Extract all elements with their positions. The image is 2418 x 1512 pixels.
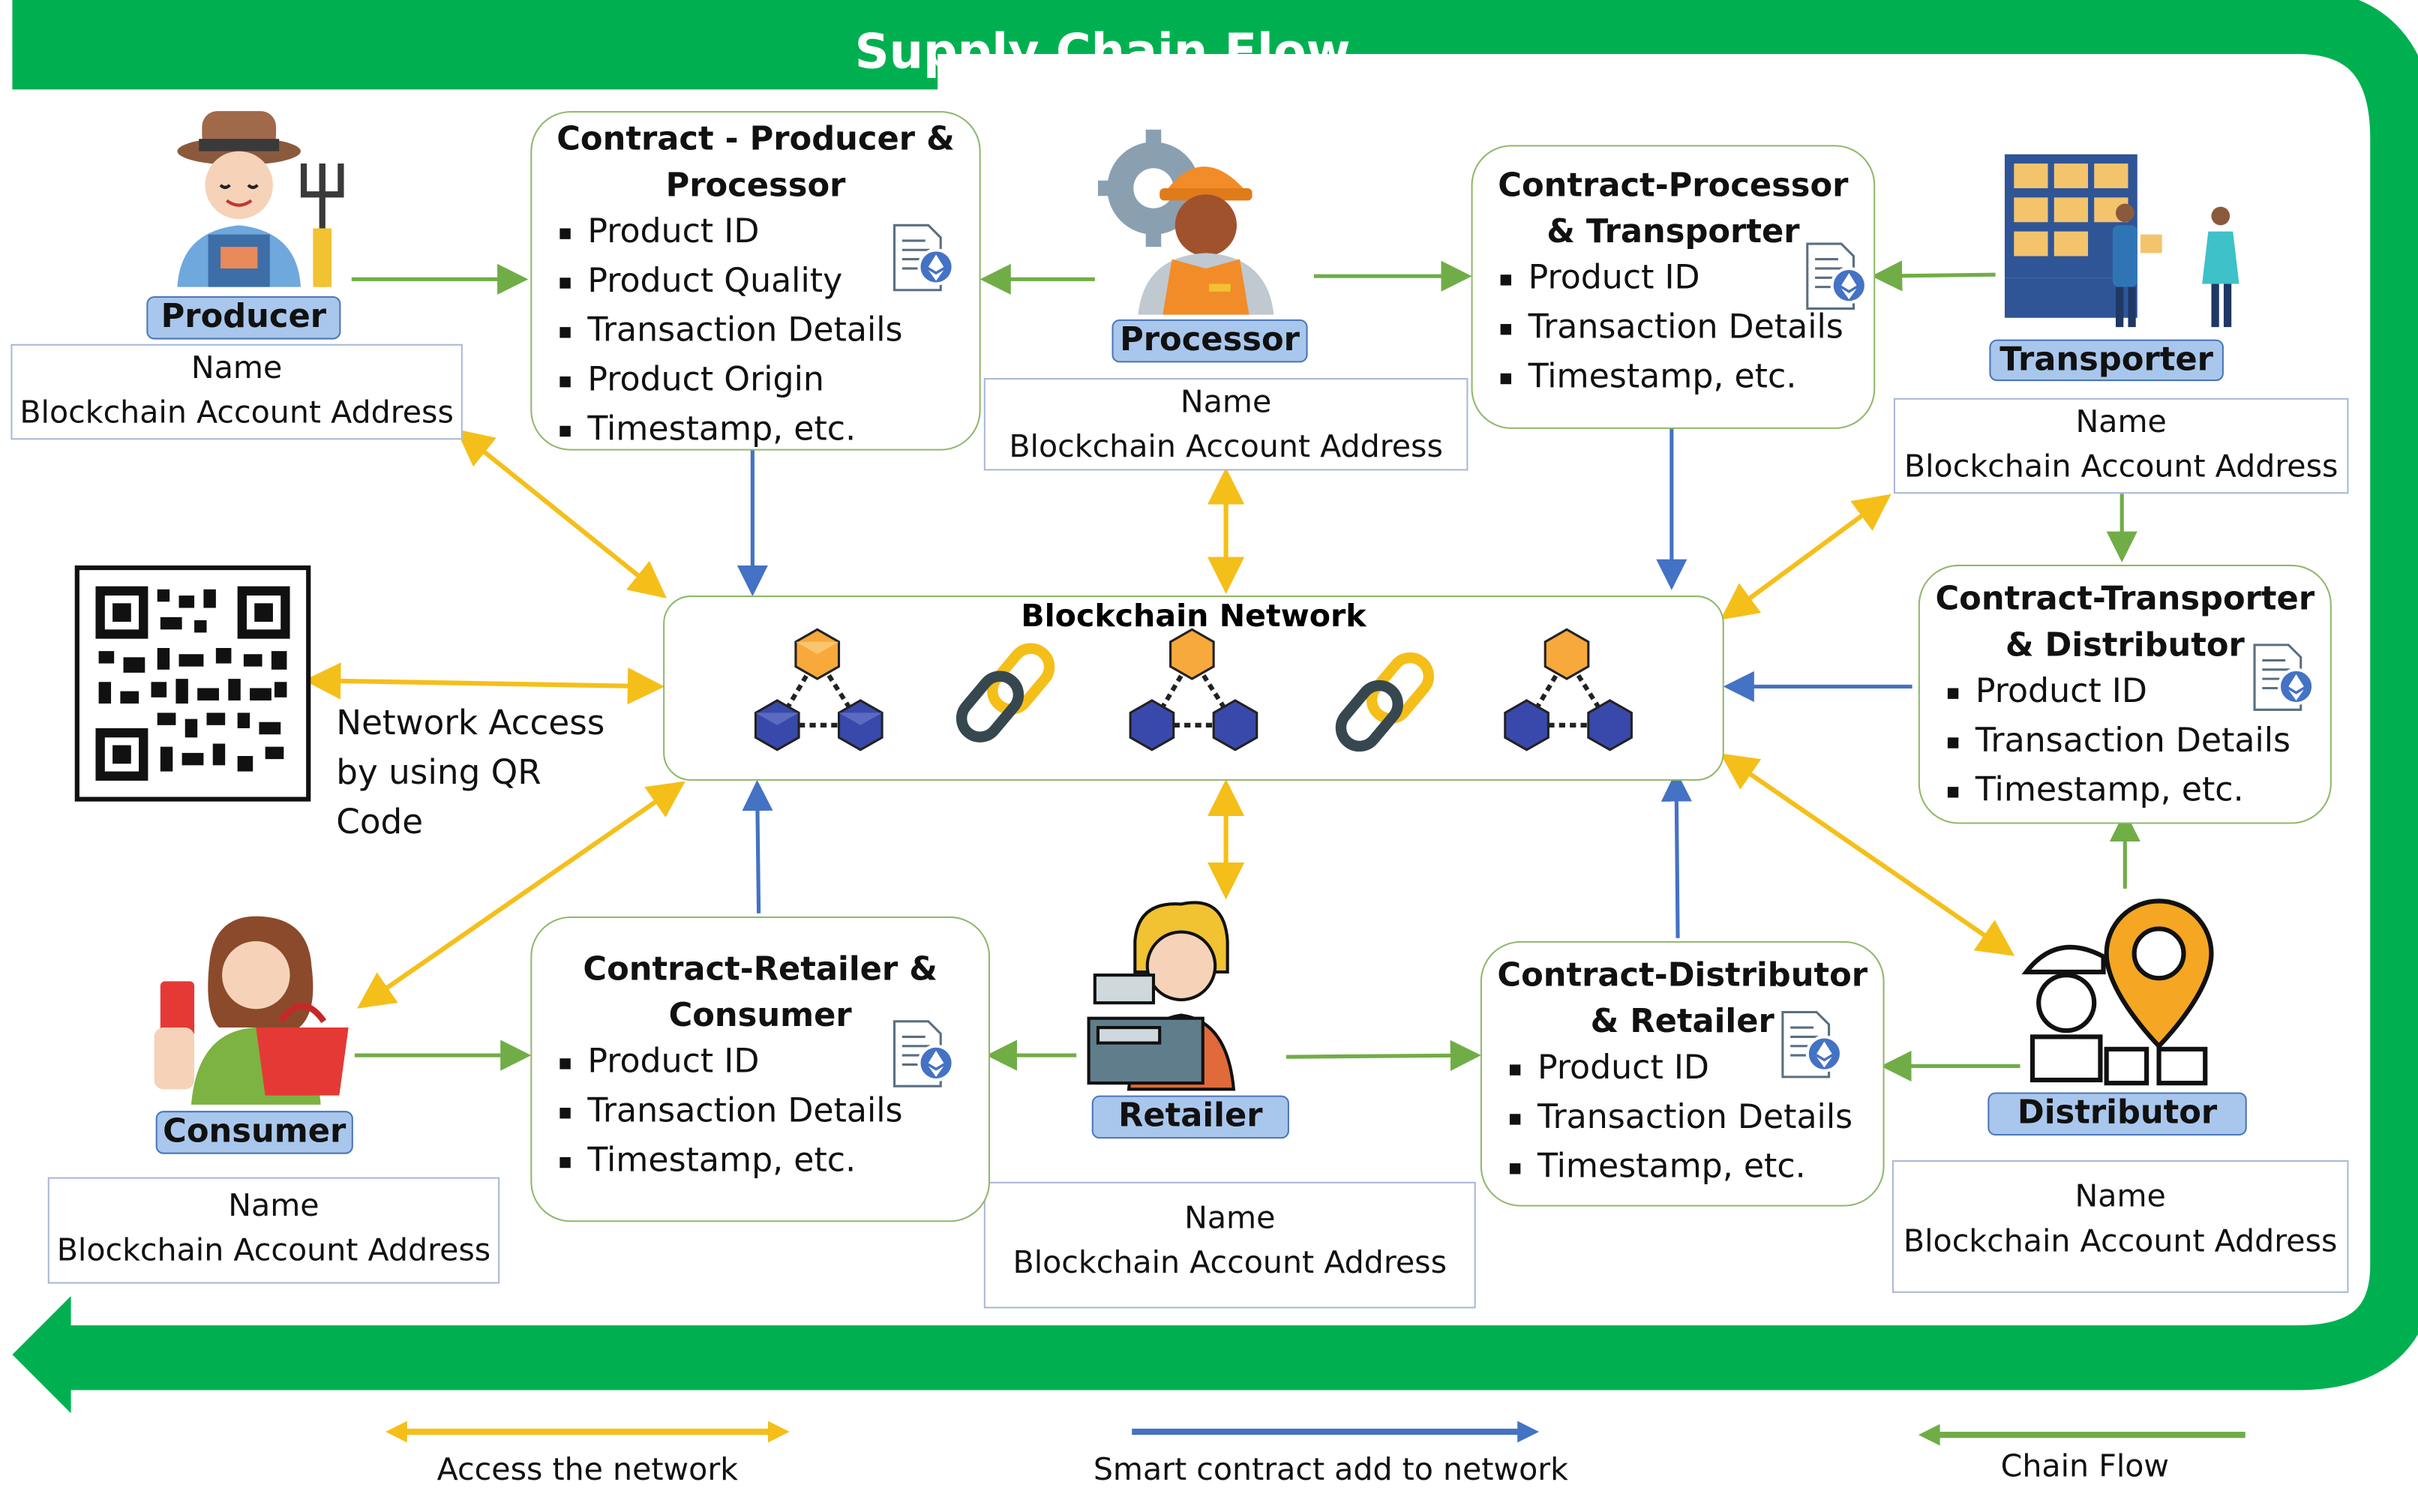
processor-name: Name (1180, 382, 1272, 420)
contract-title-line2: & Transporter (1546, 212, 1800, 250)
contract-item: Timestamp, etc. (1920, 766, 2330, 816)
contract-title-line1: Contract-Retailer & (583, 950, 938, 988)
block-cluster-icon (1129, 628, 1258, 752)
contract-item: Product Origin (532, 356, 979, 406)
chain-link-icon (956, 643, 1055, 742)
contract-title-line1: Contract-Processor (1498, 166, 1849, 204)
contract-retailer-consumer: Contract-Retailer & Consumer Product ID … (530, 916, 991, 1222)
chain-link-icon (1335, 652, 1435, 752)
contract-title-line2: & Distributor (2005, 626, 2245, 664)
producer-address: Blockchain Account Address (20, 393, 454, 430)
blockchain-network-label: Blockchain Network (1021, 597, 1366, 634)
contract-title-line2: & Retailer (1590, 1003, 1774, 1040)
transporter-address: Blockchain Account Address (1904, 447, 2338, 484)
contract-item: Product Quality (532, 258, 979, 308)
processor-label: Processor (1112, 319, 1308, 363)
processor-address-box: Name Blockchain Account Address (983, 377, 1468, 471)
contract-title-line1: Contract-Distributor (1497, 956, 1868, 994)
transporter-name: Name (2075, 402, 2167, 440)
contract-item: Transaction Details (532, 1088, 988, 1137)
contract-producer-processor: Contract - Producer & Processor Product … (530, 111, 981, 451)
contract-item: Transaction Details (532, 307, 979, 356)
distributor-address-box: Name Blockchain Account Address (1892, 1160, 2349, 1293)
distributor-address: Blockchain Account Address (1903, 1222, 2338, 1259)
block-cluster-icon (1504, 628, 1633, 752)
consumer-address: Blockchain Account Address (56, 1231, 491, 1268)
contract-title-line2: Processor (665, 166, 846, 204)
contract-item: Product ID (1473, 254, 1874, 304)
contract-title-line1: Contract-Transporter (1935, 580, 2315, 617)
document-ethereum-icon (893, 224, 955, 292)
consumer-name: Name (228, 1186, 320, 1224)
qr-note-line2: by using QR (336, 754, 542, 794)
transporter-label: Transporter (1989, 339, 2224, 382)
distributor-label: Distributor (1988, 1092, 2247, 1136)
contract-item: Product ID (532, 1038, 988, 1088)
legend-smart-contract: Smart contract add to network (1093, 1450, 1569, 1488)
contract-item: Product ID (1920, 668, 2330, 718)
retailer-name: Name (1184, 1198, 1276, 1236)
distributor-name: Name (2074, 1177, 2166, 1214)
producer-label: Producer (146, 296, 341, 340)
contract-item: Timestamp, etc. (1473, 353, 1874, 403)
contract-item: Transaction Details (1473, 304, 1874, 353)
processor-address: Blockchain Account Address (1009, 427, 1443, 465)
retailer-address: Blockchain Account Address (1012, 1244, 1448, 1281)
contract-item: Transaction Details (1482, 1094, 1883, 1144)
contract-item: Timestamp, etc. (1482, 1143, 1883, 1192)
qr-note-line1: Network Access (336, 705, 605, 744)
contract-item: Product ID (532, 208, 979, 258)
contract-item: Product ID (1482, 1045, 1883, 1094)
producer-name: Name (190, 348, 283, 386)
contract-item: Timestamp, etc. (532, 1137, 988, 1186)
contract-title-line1: Contract - Producer & (556, 120, 955, 158)
consumer-address-box: Name Blockchain Account Address (47, 1177, 500, 1284)
legend-chain-flow: Chain Flow (2000, 1447, 2170, 1484)
contract-item: Transaction Details (1920, 718, 2330, 767)
retailer-address-box: Name Blockchain Account Address (983, 1181, 1476, 1309)
producer-address-box: Name Blockchain Account Address (10, 344, 463, 440)
qr-note-line3: Code (336, 803, 424, 843)
transporter-address-box: Name Blockchain Account Address (1893, 398, 2349, 494)
retailer-label: Retailer (1091, 1095, 1289, 1139)
block-cluster-icon (754, 628, 884, 752)
qr-network-access-note: Network Access by using QR Code (336, 700, 644, 848)
contract-title-line2: Consumer (668, 996, 852, 1034)
diagram-title: Supply Chain Flow (854, 24, 1351, 80)
consumer-label: Consumer (155, 1111, 353, 1154)
legend-access: Access the network (436, 1450, 739, 1488)
contract-item: Timestamp, etc. (532, 406, 979, 455)
